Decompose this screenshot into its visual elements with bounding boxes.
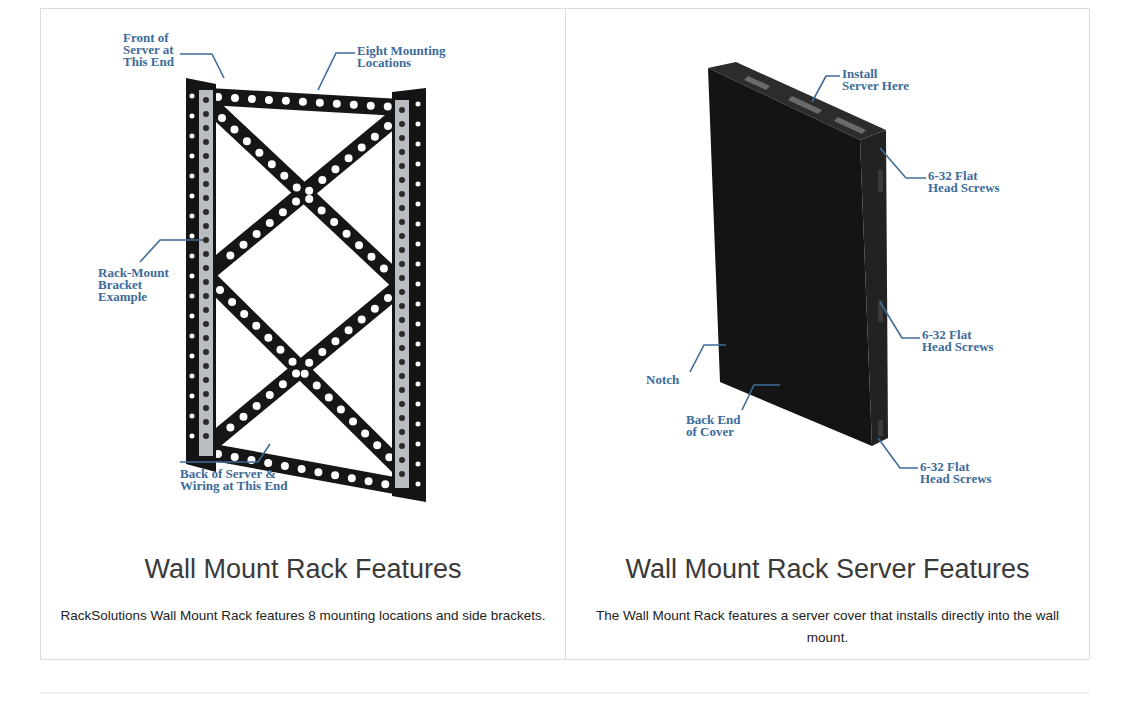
callout-label: 6-32 Flat Head Screws (920, 461, 997, 485)
callout-label: Install Server Here (842, 68, 913, 92)
callout-label: Back of Server & Wiring at This End (180, 468, 295, 492)
card-title: Wall Mount Rack Features (41, 553, 565, 585)
server-cover (708, 62, 888, 446)
callout-label: 6-32 Flat Head Screws (928, 170, 1005, 194)
card-title: Wall Mount Rack Server Features (566, 553, 1089, 585)
callout-label: Front of Server at This End (123, 32, 181, 68)
card-description: RackSolutions Wall Mount Rack features 8… (56, 605, 550, 627)
callout-label: Eight Mounting Locations (357, 45, 457, 69)
feature-card: Wall Mount Rack Server FeaturesThe Wall … (565, 8, 1090, 660)
callout-label: 6-32 Flat Head Screws (922, 329, 999, 353)
card-description: The Wall Mount Rack features a server co… (581, 605, 1074, 649)
callout-label: Back End of Cover (686, 414, 746, 438)
wall-mount-rack (186, 78, 426, 502)
leader-lines (140, 53, 926, 468)
callout-label: Notch (646, 374, 696, 386)
callout-label: Rack-Mount Bracket Example (98, 267, 173, 303)
feature-card: Wall Mount Rack FeaturesRackSolutions Wa… (40, 8, 566, 660)
separator-line (40, 693, 1090, 694)
